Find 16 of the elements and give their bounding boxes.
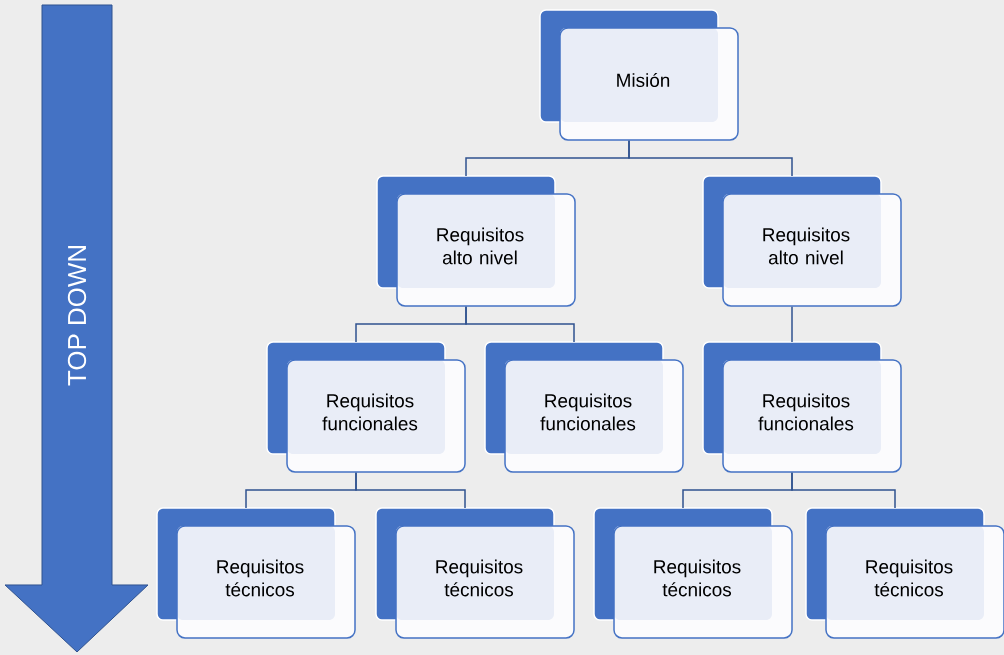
connector (791, 472, 896, 509)
box: Requisitos alto nivel (702, 175, 902, 307)
box: Requisitos funcionales (484, 341, 684, 473)
box: Requisitos alto nivel (376, 175, 576, 307)
connector (628, 140, 793, 177)
connector (355, 472, 466, 509)
box: Requisitos técnicos (375, 507, 575, 639)
box: Requisitos técnicos (593, 507, 793, 639)
connector (465, 306, 575, 343)
box: Requisitos técnicos (156, 507, 356, 639)
box: Requisitos funcionales (702, 341, 902, 473)
box: Requisitos funcionales (266, 341, 466, 473)
connector (791, 306, 793, 343)
box: Misión (539, 9, 739, 141)
box: Requisitos técnicos (805, 507, 1004, 639)
arrow-label: TOP DOWN (67, 246, 87, 386)
